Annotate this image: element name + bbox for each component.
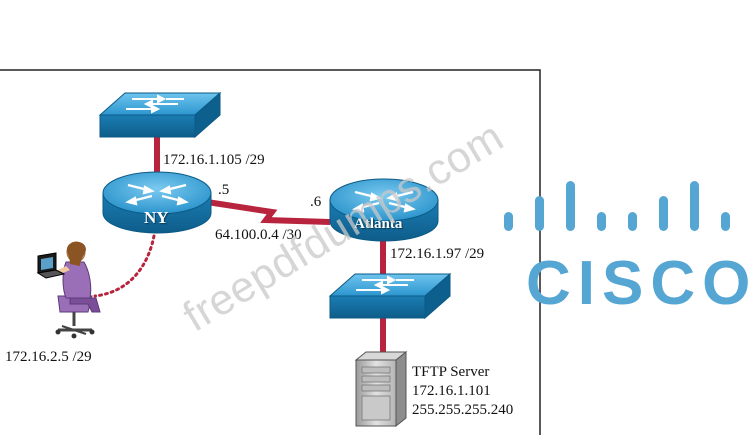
wan-link-address: 64.100.0.4 /30 <box>215 227 302 243</box>
ny-router-label: NY <box>144 208 169 227</box>
ny-lan-address: 172.16.1.105 /29 <box>163 152 265 168</box>
atlanta-router-icon <box>329 178 439 242</box>
cisco-bars-icon <box>504 181 730 231</box>
atlanta-switch-icon <box>328 272 452 320</box>
tftp-server-ip: 172.16.1.101 <box>412 383 491 399</box>
atlanta-serial-address: .6 <box>310 194 322 210</box>
tftp-server-name: TFTP Server <box>412 364 490 380</box>
diagram-frame <box>0 69 541 435</box>
ny-router-icon <box>102 171 212 234</box>
atlanta-router-label: Atlanta <box>354 216 403 232</box>
ny-switch-icon <box>98 91 222 139</box>
wan-serial-link <box>206 199 331 225</box>
tftp-server-mask: 255.255.255.240 <box>412 402 514 418</box>
user-workstation-icon <box>36 241 101 339</box>
host-address: 172.16.2.5 /29 <box>5 349 92 365</box>
console-cable <box>93 228 157 298</box>
atlanta-lan-address: 172.16.1.97 /29 <box>390 246 485 262</box>
ny-serial-address: .5 <box>218 182 230 198</box>
tftp-server-icon <box>354 350 408 428</box>
cisco-logo-text: CISCO <box>526 249 751 318</box>
